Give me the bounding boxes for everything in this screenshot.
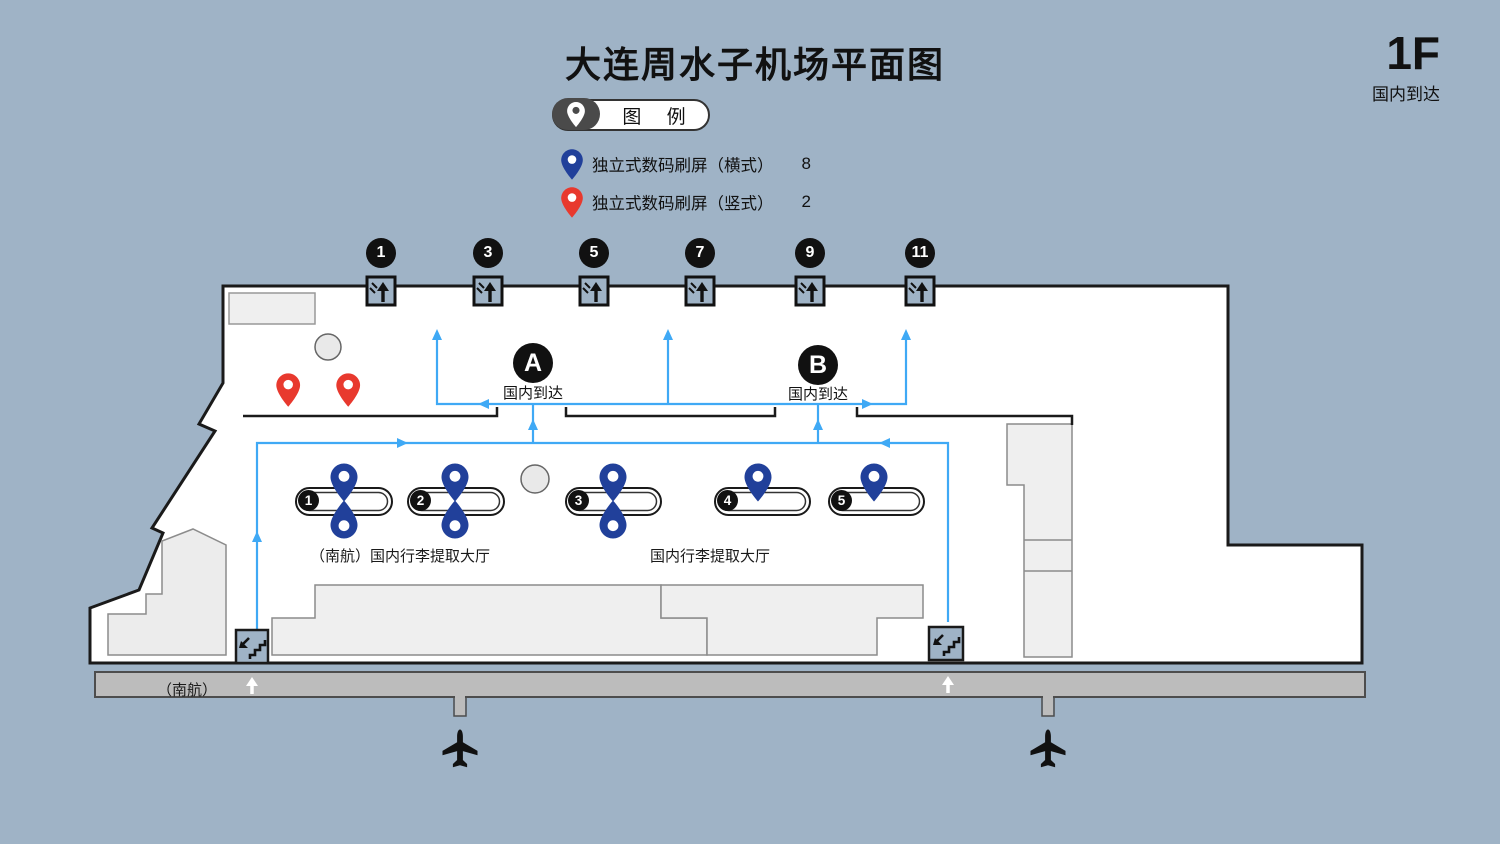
gate-badge-1: 1: [366, 238, 396, 268]
door-icon: [578, 275, 610, 307]
door-icon: [365, 275, 397, 307]
door-icon: [684, 275, 716, 307]
gate-badge-3: 3: [473, 238, 503, 268]
carousel-badge-3: 3: [568, 490, 589, 511]
carousel-badge-2: 2: [410, 490, 431, 511]
hall-label-south: （南航）国内行李提取大厅: [310, 548, 491, 565]
gate-badge-11: 11: [905, 238, 935, 268]
road-up-arrows: [246, 676, 954, 694]
gate-badge-9: 9: [795, 238, 825, 268]
column: [520, 464, 550, 494]
door-icon: [904, 275, 936, 307]
airside-road: [94, 671, 1366, 717]
door-icon: [472, 275, 504, 307]
hall-label-domestic: 国内行李提取大厅: [650, 548, 771, 565]
zone-badge-a: A: [513, 343, 553, 383]
escalators: [234, 625, 965, 665]
carousel-badge-5: 5: [831, 490, 852, 511]
legend-item-label: 独立式数码刷屏（横式）: [592, 157, 774, 175]
page-title: 大连周水子机场平面图: [564, 44, 945, 85]
legend-title: 图 例: [622, 106, 696, 128]
gate-badge-5: 5: [579, 238, 609, 268]
blue-pin-icon: [561, 148, 583, 180]
zone-label-b: 国内到达: [787, 386, 848, 403]
location-pin-icon: [567, 101, 585, 127]
room-block: [228, 292, 316, 325]
partition-walls: [243, 407, 1074, 425]
stairs-block-left: [107, 528, 227, 656]
legend-item-horizontal-screen: 独立式数码刷屏（横式） 8: [560, 147, 811, 181]
legend-header: 图 例: [552, 98, 710, 131]
legend-item-count: 2: [801, 192, 811, 211]
service-block-right: [660, 584, 924, 656]
airplane-stands: [442, 729, 1066, 768]
flow-lines: [252, 329, 950, 632]
carousel-badge-1: 1: [298, 490, 319, 511]
legend-item-label: 独立式数码刷屏（竖式）: [592, 195, 774, 213]
column: [314, 333, 342, 361]
service-block-left: [271, 584, 708, 656]
gate-badge-7: 7: [685, 238, 715, 268]
floor-sublabel: 国内到达: [1372, 85, 1440, 104]
red-pin-icon: [561, 186, 583, 218]
carousel-badge-4: 4: [717, 490, 738, 511]
airplane-icon: [1030, 729, 1066, 768]
legend-item-vertical-screen: 独立式数码刷屏（竖式） 2: [560, 185, 811, 219]
legend-item-count: 8: [801, 154, 811, 173]
legend-cap: [552, 98, 600, 130]
zone-badge-b: B: [798, 345, 838, 385]
interior-structures: [107, 292, 1073, 658]
floor-label: 1F: [1386, 27, 1440, 79]
zone-label-a: 国内到达: [502, 385, 563, 402]
airplane-icon: [442, 729, 478, 768]
flow-arrowheads: [252, 329, 911, 542]
road-label: （南航）: [157, 682, 218, 699]
door-icon: [794, 275, 826, 307]
